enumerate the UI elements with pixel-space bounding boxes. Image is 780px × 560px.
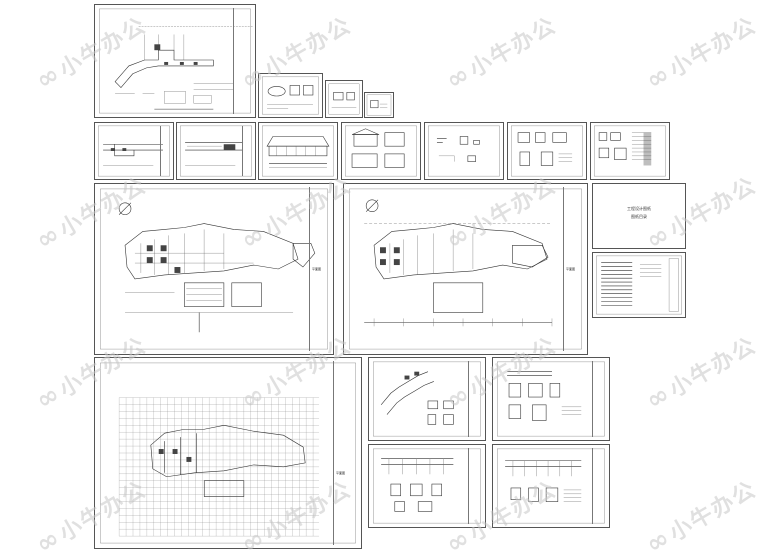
plan-a-label: 平面图 — [312, 267, 322, 271]
watermark: ∞小牛办公 — [641, 476, 762, 560]
sheet-site-plan-top[interactable] — [94, 4, 256, 118]
double-swirl-logo-icon: ∞ — [641, 378, 677, 417]
sheet-cover[interactable]: 工程设计图纸 图纸目录 — [592, 183, 686, 249]
double-swirl-logo-icon: ∞ — [31, 58, 67, 97]
double-swirl-logo-icon: ∞ — [441, 58, 477, 97]
watermark: ∞小牛办公 — [641, 332, 762, 417]
detail-drawing — [366, 94, 392, 116]
double-swirl-logo-icon: ∞ — [31, 218, 67, 257]
sheet-grid-plan[interactable]: 平面图 — [94, 357, 362, 549]
detail-drawing — [262, 76, 319, 115]
facade-drawing — [262, 125, 334, 177]
double-swirl-logo-icon: ∞ — [31, 378, 67, 417]
title-block — [592, 361, 606, 437]
watermark: ∞小牛办公 — [641, 12, 762, 97]
title-block — [233, 8, 252, 114]
grid-plan-drawing — [100, 362, 356, 544]
sheet-section-2[interactable] — [492, 444, 610, 528]
watermark: ∞小牛办公 — [441, 12, 562, 97]
double-swirl-logo-icon: ∞ — [641, 522, 677, 560]
title-block — [242, 126, 252, 176]
detail-drawing — [594, 125, 666, 177]
title-block: 平面图 — [563, 187, 584, 351]
detail-drawing — [511, 125, 583, 177]
sheet-detail-small-2[interactable] — [325, 80, 363, 118]
title-block: 平面图 — [309, 187, 330, 351]
sheet-detail-6[interactable] — [590, 122, 670, 180]
double-swirl-logo-icon: ∞ — [641, 58, 677, 97]
plan-b-label: 平面图 — [566, 267, 576, 271]
double-swirl-logo-icon: ∞ — [31, 522, 67, 560]
floor-plan-drawing — [349, 188, 582, 350]
section-drawing — [497, 448, 605, 524]
sheet-detail-small-1[interactable] — [258, 73, 323, 118]
grid-plan-label: 平面图 — [336, 471, 346, 475]
detail-drawing — [428, 125, 500, 177]
elevation-drawing — [98, 125, 170, 177]
site-plan-drawing — [99, 8, 253, 114]
sheet-facade-1[interactable] — [258, 122, 338, 180]
sheet-detail-5[interactable] — [507, 122, 587, 180]
sheet-facade-2[interactable] — [341, 122, 421, 180]
double-swirl-logo-icon: ∞ — [441, 522, 477, 560]
sheet-structure-detail[interactable] — [492, 357, 610, 441]
elevation-drawing — [180, 125, 252, 177]
title-block: 平面图 — [333, 361, 358, 545]
detail-drawing — [328, 83, 360, 115]
title-block — [160, 126, 170, 176]
title-block — [592, 448, 606, 524]
sheet-elevation-1[interactable] — [94, 122, 174, 180]
section-drawing — [373, 448, 481, 524]
stair-detail-drawing — [373, 361, 481, 437]
index-table — [596, 255, 682, 315]
sheet-detail-small-3[interactable] — [364, 92, 394, 118]
title-block — [468, 448, 482, 524]
sheet-floor-plan-b[interactable]: 平面图 — [343, 183, 588, 355]
sheet-detail-4[interactable] — [424, 122, 504, 180]
floor-plan-drawing — [100, 188, 328, 350]
structure-detail-drawing — [497, 361, 605, 437]
sheet-stair-detail[interactable] — [368, 357, 486, 441]
facade-drawing — [345, 125, 417, 177]
sheet-floor-plan-a[interactable]: 平面图 — [94, 183, 334, 355]
sheet-elevation-2[interactable] — [176, 122, 256, 180]
cover-title: 工程设计图纸 — [627, 206, 651, 211]
title-block — [468, 361, 482, 437]
sheet-index[interactable] — [592, 252, 686, 318]
cover-subtitle: 图纸目录 — [631, 214, 647, 219]
sheet-section-1[interactable] — [368, 444, 486, 528]
